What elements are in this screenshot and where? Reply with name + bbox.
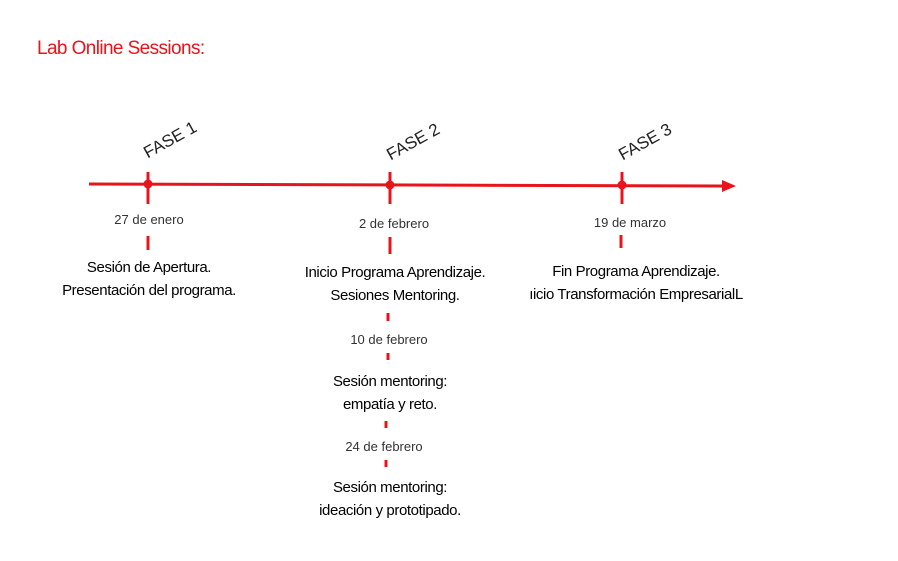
sub-event-2-description: Sesión mentoring: ideación y prototipado…	[319, 476, 461, 522]
description-line: ideación y prototipado.	[319, 502, 461, 519]
sub-event-1-description: Sesión mentoring: empatía y reto.	[332, 370, 448, 416]
description-line: Sesión mentoring:	[332, 373, 448, 390]
description-line: ıicio Transformación EmpresarialL	[529, 286, 743, 303]
phase-1-date: 27 de enero	[114, 212, 184, 227]
description-line: Sesión mentoring:	[332, 479, 448, 496]
phase-1-dot	[143, 179, 153, 189]
timeline-arrowhead	[722, 180, 736, 192]
phase-1-description: Sesión de Apertura. Presentación del pro…	[62, 256, 236, 302]
phase-2-dot	[385, 180, 395, 190]
description-line: Sesiones Mentoring.	[330, 287, 460, 304]
sub-event-1-date: 10 de febrero	[350, 332, 428, 347]
page-title: Lab Online Sessions:	[37, 38, 205, 59]
sub-event-2-date: 24 de febrero	[345, 439, 423, 454]
phase-3-date: 19 de marzo	[593, 215, 667, 230]
timeline-axis	[88, 182, 725, 188]
phase-3-description: Fin Programa Aprendizaje. ıicio Transfor…	[529, 260, 743, 306]
description-line: Presentación del programa.	[62, 282, 236, 299]
phase-3-dot	[617, 180, 627, 190]
description-line: Sesión de Apertura.	[86, 259, 212, 276]
phase-2-description: Inicio Programa Aprendizaje. Sesiones Me…	[305, 261, 486, 307]
description-line: Inicio Programa Aprendizaje.	[304, 264, 486, 281]
description-line: Fin Programa Aprendizaje.	[552, 263, 720, 280]
description-line: empatía y reto.	[342, 396, 438, 413]
phase-2-date: 2 de febrero	[358, 216, 430, 231]
